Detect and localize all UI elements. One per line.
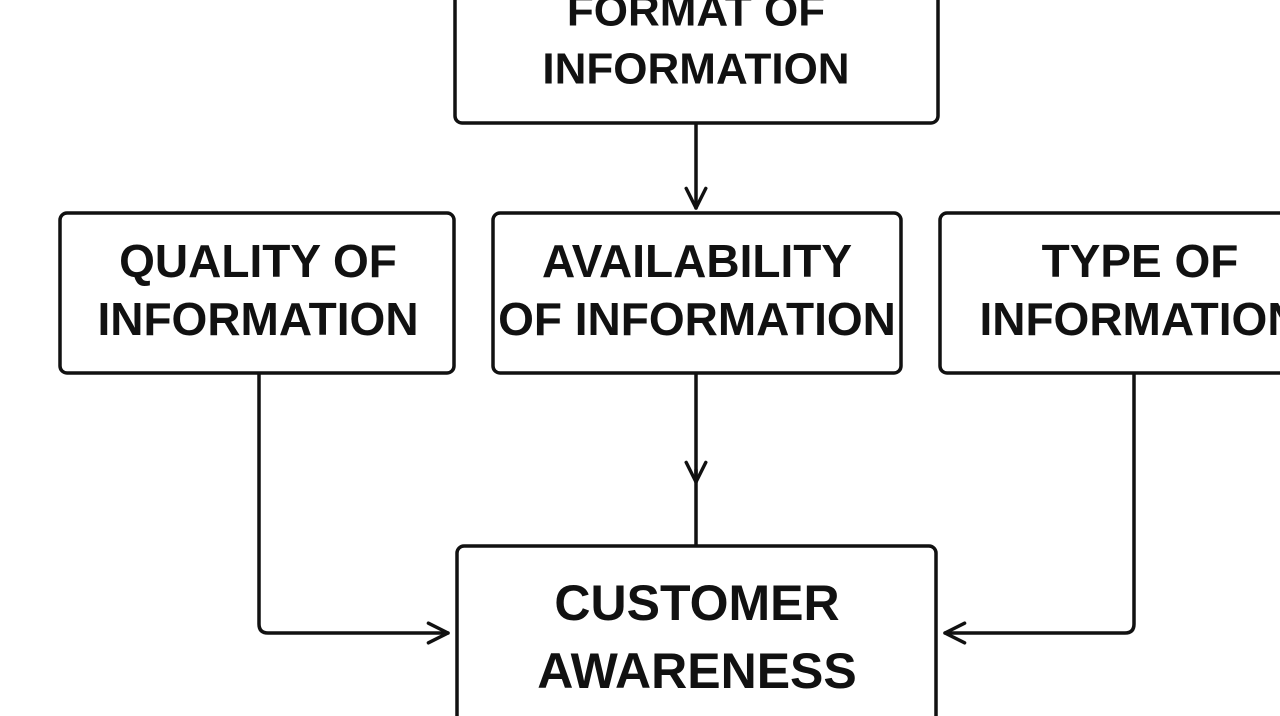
arrow-quality-to-awareness — [257, 372, 450, 645]
node-awareness-line1: CUSTOMER — [554, 575, 839, 631]
arrow-type-to-awareness — [943, 372, 1136, 645]
node-type-line2: INFORMATION — [979, 293, 1280, 345]
node-awareness-line2: AWARENESS — [537, 643, 857, 699]
node-format-line2: INFORMATION — [542, 45, 849, 94]
node-customer-awareness: CUSTOMER AWARENESS — [455, 544, 938, 716]
node-quality-of-information: QUALITY OF INFORMATION — [58, 211, 456, 375]
node-format-of-information: FORMAT OF INFORMATION — [453, 0, 940, 125]
node-format-line1: FORMAT OF — [567, 0, 825, 36]
node-quality-line1: QUALITY OF — [119, 235, 397, 287]
node-type-of-information: TYPE OF INFORMATION — [938, 211, 1280, 375]
node-quality-line2: INFORMATION — [97, 293, 418, 345]
node-type-line1: TYPE OF — [1042, 235, 1239, 287]
node-availability-line1: AVAILABILITY — [542, 235, 852, 287]
node-availability-line2: OF INFORMATION — [498, 293, 896, 345]
node-availability-of-information: AVAILABILITY OF INFORMATION — [491, 211, 903, 375]
